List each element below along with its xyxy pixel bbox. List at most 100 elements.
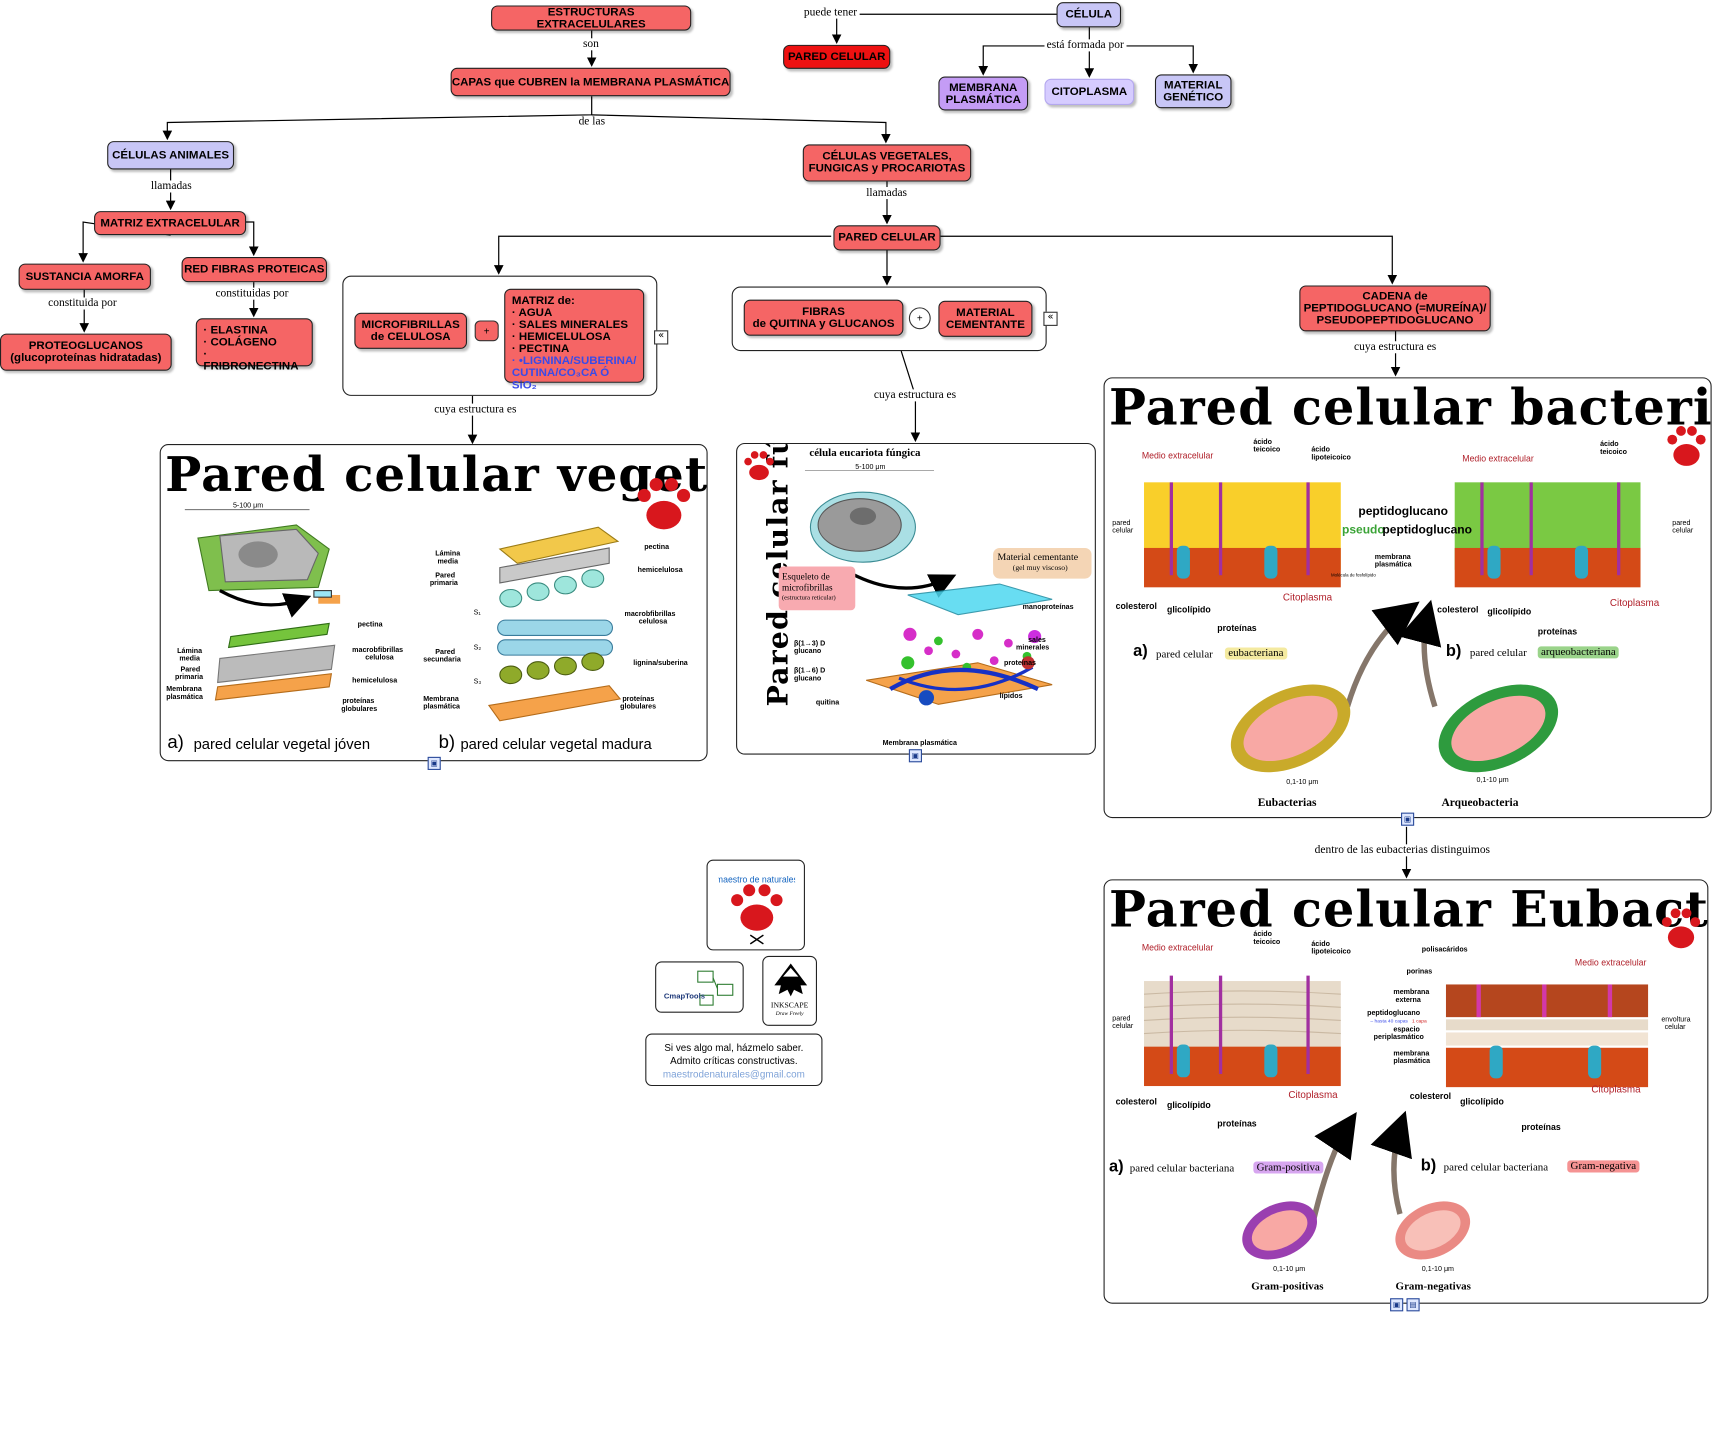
label-porinas: porinas: [1406, 967, 1433, 976]
scale-gp: 0,1-10 μm: [1273, 1265, 1306, 1274]
label-beta16: β(1→6) D: [794, 667, 826, 675]
label-b-celulosa: celulosa: [638, 617, 668, 626]
concept-label: CAPAS que CUBREN la MEMBRANA PLASMÁTICA: [451, 74, 730, 89]
label-espacio: espacio: [1393, 1025, 1420, 1034]
concept-elastina-list[interactable]: · ELASTINA · COLÁGENO · FRIBRONECTINA: [195, 318, 313, 372]
document-icon[interactable]: ▤: [1406, 1298, 1420, 1312]
maestro-logo[interactable]: maestro de naturales: [706, 859, 805, 951]
gram-positive-wall-illustration: [1144, 975, 1341, 1087]
concept-celulas-animales[interactable]: CÉLULAS ANIMALES: [107, 141, 235, 170]
contact-email[interactable]: maestrodenaturales@gmail.com: [662, 1068, 805, 1080]
caption-a: pared celular: [1156, 648, 1213, 661]
list-item: · •LIGNINA/SUBERINA/: [511, 354, 637, 368]
concept-label: CADENA de: [1362, 289, 1428, 303]
caption-b: pared celular: [1469, 647, 1527, 660]
panel-pared-bacteriana[interactable]: Pared celular bacteriana Medio extracelu…: [1103, 377, 1712, 819]
concept-label: FIBRAS: [802, 304, 845, 318]
link-constituida-por: constituida por: [45, 297, 119, 310]
plus-connector: +: [908, 307, 931, 330]
concept-pared-celular-top[interactable]: PARED CELULAR: [783, 44, 891, 69]
label-medio: Medio extracelular: [1141, 450, 1214, 461]
concept-label: MATERIAL: [1163, 78, 1223, 92]
image-icon[interactable]: ▣: [427, 756, 441, 770]
label-proteinas-b: proteínas: [1537, 626, 1578, 637]
caption-a-highlight: eubacteriana: [1224, 647, 1287, 660]
label-b-lamina: Lámina: [435, 550, 461, 558]
label-globulares: globulares: [341, 705, 378, 714]
scale-label: 5-100 μm: [855, 463, 886, 472]
list-item: · FRIBRONECTINA: [203, 347, 299, 373]
label-glucano1: glucano: [794, 647, 822, 656]
concept-label: CÉLULAS ANIMALES: [112, 148, 230, 162]
inkscape-sub: Draw Freely: [775, 1011, 804, 1018]
label-b-pectina: pectina: [644, 543, 670, 552]
concept-label: CÉLULAS VEGETALES,: [822, 149, 952, 163]
image-icon[interactable]: ▣: [1401, 812, 1415, 826]
panel-pared-fungica[interactable]: Pared celular fúngica célula eucariota f…: [736, 442, 1096, 755]
label-colesterol-b: colesterol: [1437, 604, 1479, 615]
concept-label: PEPTIDOGLUCANO (=MUREÍNA)/: [1303, 301, 1487, 315]
label-citoplasma-b: Citoplasma: [1591, 1083, 1641, 1095]
link-puede-tener: puede tener: [801, 6, 860, 19]
mature-wall-illustration: [487, 526, 622, 722]
link-constituidas-por: constituidas por: [213, 287, 291, 300]
contact-line-2: Admito críticas constructivas.: [670, 1055, 798, 1067]
collapse-icon[interactable]: «: [654, 330, 669, 345]
list-item: · HEMICELULOSA: [511, 330, 611, 344]
label-b-pared2: Pared: [435, 648, 456, 657]
concept-citoplasma[interactable]: CITOPLASMA: [1044, 78, 1135, 105]
label-b-macrofibrillas: macrobfibrillas: [624, 610, 676, 618]
concept-estructuras-extracelulares[interactable]: ESTRUCTURAS EXTRACELULARES: [491, 5, 692, 31]
label-celular: celular: [1112, 527, 1134, 535]
panel-pared-eubacteriana[interactable]: Pared celular Eubacteriana Medio extrace…: [1103, 879, 1709, 1304]
scale-arq: 0,1-10 μm: [1476, 776, 1509, 785]
concept-proteoglucanos[interactable]: PROTEOGLUCANOS(glucoproteínas hidratadas…: [0, 333, 172, 371]
image-icon[interactable]: ▣: [1390, 1298, 1404, 1312]
concept-label: MATRIZ EXTRACELULAR: [100, 216, 240, 230]
label-medio-b: Medio extracelular: [1462, 453, 1534, 464]
concept-matriz-de[interactable]: MATRIZ de: · AGUA · SALES MINERALES · HE…: [504, 288, 645, 391]
collapse-icon[interactable]: «: [1043, 311, 1058, 326]
label-teicoico: teicoico: [1253, 938, 1281, 947]
esqueleto-box: Esqueleto de microfibrillas (estructura …: [778, 566, 856, 611]
label-medio-b: Medio extracelular: [1574, 958, 1647, 968]
concept-label: CEMENTANTE: [945, 317, 1025, 331]
concept-matriz-extracelular[interactable]: MATRIZ EXTRACELULAR: [94, 211, 247, 236]
link-esta-formada-por: está formada por: [1044, 39, 1127, 52]
label-plasmatica: plasmática: [1374, 561, 1412, 569]
concept-red-fibras[interactable]: RED FIBRAS PROTEICAS: [181, 257, 328, 283]
label-hemicelulosa: hemicelulosa: [352, 677, 398, 685]
image-icon[interactable]: ▣: [908, 749, 922, 763]
caption-b: pared celular bacteriana: [1443, 1161, 1549, 1174]
concept-sustancia-amorfa[interactable]: SUSTANCIA AMORFA: [18, 263, 151, 290]
concept-celula[interactable]: CÉLULA: [1056, 2, 1122, 28]
label-citoplasma-b: Citoplasma: [1609, 597, 1660, 609]
list-item: · SALES MINERALES: [511, 318, 628, 332]
label-macrofibrillas: macrobfibrillas: [352, 646, 404, 655]
label-teicoico: teicoico: [1253, 446, 1281, 454]
link-cuya-3: cuya estructura es: [1351, 341, 1439, 354]
list-item: · ELASTINA: [203, 323, 268, 337]
cmaptools-logo[interactable]: CmapTools: [655, 961, 744, 1013]
label-eubacterias: Eubacterias: [1257, 797, 1317, 810]
label-primaria: primaria: [174, 673, 204, 682]
caption-b-letter: b): [438, 731, 456, 753]
panel-pared-vegetal[interactable]: Pared celular vegetal 5-100 μm pectina m…: [159, 444, 708, 762]
concept-capas[interactable]: CAPAS que CUBREN la MEMBRANA PLASMÁTICA: [450, 67, 731, 97]
concept-celulas-vegetales[interactable]: CÉLULAS VEGETALES,FUNGICAS y PROCARIOTAS: [802, 144, 972, 182]
label-lipoteicoico: lipoteicoico: [1311, 453, 1351, 462]
concept-pared-celular-mid[interactable]: PARED CELULAR: [833, 225, 941, 251]
label-b-secundaria: secundaria: [423, 656, 461, 664]
plus-connector: +: [474, 320, 499, 342]
paw-logo-icon: [744, 451, 774, 481]
inkscape-logo[interactable]: INKSCAPE Draw Freely: [762, 955, 817, 1026]
label-lamina: Lámina: [177, 647, 203, 656]
concept-label: MICROFIBRILLAS: [361, 317, 460, 331]
young-wall-illustration: [184, 509, 341, 701]
